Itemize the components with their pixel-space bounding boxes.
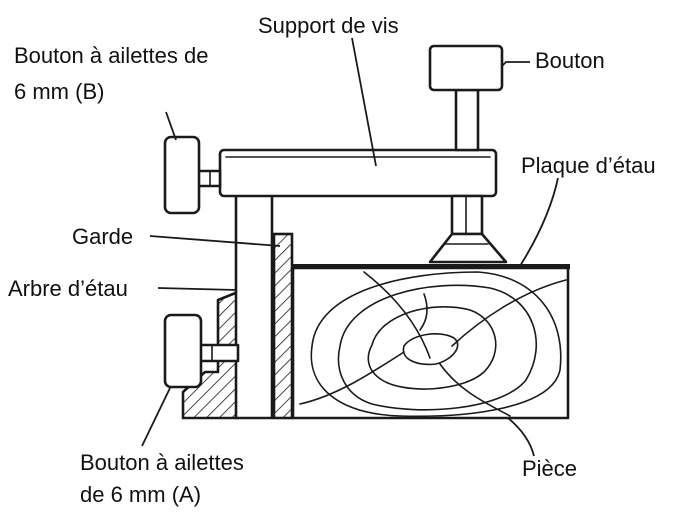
workpiece — [291, 266, 570, 420]
vise-plate — [292, 264, 570, 269]
clamp-screw — [428, 88, 508, 264]
label-plaque-etau: Plaque d’étau — [521, 153, 656, 178]
top-knob — [428, 44, 504, 92]
label-arbre-etau: Arbre d’étau — [8, 276, 128, 301]
workpiece-block — [291, 266, 570, 420]
label-bouton-b-line1: Bouton à ailettes de — [14, 43, 208, 68]
label-bouton-a-line1: Bouton à ailettes — [80, 450, 244, 475]
label-bouton: Bouton — [535, 48, 605, 73]
label-piece: Pièce — [522, 456, 577, 481]
vise-shaft — [234, 193, 274, 420]
guard — [272, 232, 294, 420]
wing-knob-b — [163, 135, 222, 215]
label-bouton-a-line2: de 6 mm (A) — [80, 482, 201, 507]
screw-support — [218, 148, 498, 198]
leader-lines — [141, 37, 559, 457]
wing-knob-a — [163, 313, 240, 389]
label-bouton-b-line2: 6 mm (B) — [14, 79, 104, 104]
label-garde: Garde — [72, 224, 133, 249]
wood-grain — [299, 271, 567, 418]
label-support-de-vis: Support de vis — [258, 13, 399, 38]
